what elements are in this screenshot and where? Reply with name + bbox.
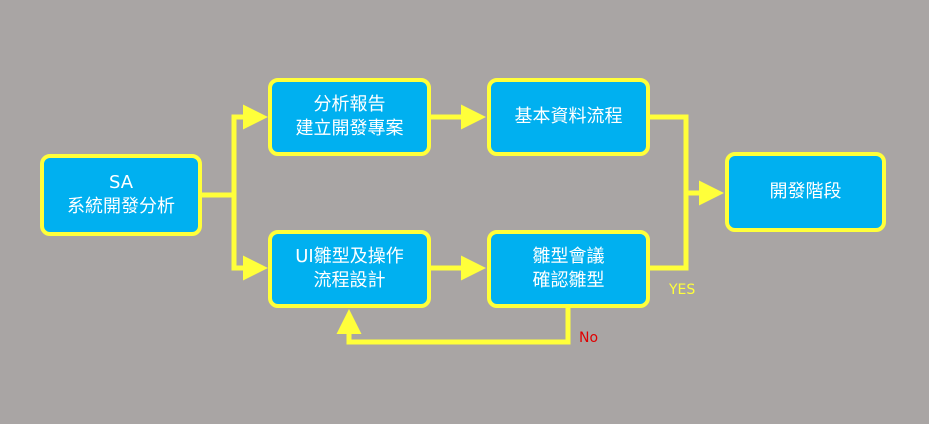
no-label: No [579, 330, 599, 346]
prototype-meeting-line2: 確認雛型 [532, 270, 605, 291]
sa-analysis-line2: 系統開發分析 [67, 196, 175, 217]
ui-prototype-design-box: UI雛型及操作 流程設計 [268, 230, 431, 308]
connector-flow-to-dev [650, 114, 724, 206]
analysis-report-box: 分析報告 建立開發專案 [268, 78, 431, 156]
development-phase-box: 開發階段 [725, 152, 886, 232]
prototype-meeting-box: 雛型會議 確認雛型 [487, 230, 650, 308]
development-phase-line1: 開發階段 [769, 181, 842, 202]
sa-analysis-box: SA 系統開發分析 [40, 154, 202, 236]
basic-data-flow-line1: 基本資料流程 [514, 106, 623, 127]
basic-data-flow-box: 基本資料流程 [487, 78, 650, 156]
sa-analysis-line1: SA [108, 172, 134, 193]
connector-sa-to-report [202, 104, 268, 198]
ui-prototype-design-line1: UI雛型及操作 [295, 246, 404, 267]
analysis-report-line1: 分析報告 [313, 94, 386, 115]
yes-label: YES [669, 282, 696, 298]
connector-sa-to-ui [231, 195, 268, 281]
analysis-report-line2: 建立開發專案 [295, 118, 404, 139]
prototype-meeting-line1: 雛型會議 [532, 246, 605, 267]
connector-meeting-no-to-ui [336, 308, 571, 345]
connector-meeting-yes-to-dev [650, 193, 689, 271]
ui-prototype-design-line2: 流程設計 [313, 270, 386, 291]
